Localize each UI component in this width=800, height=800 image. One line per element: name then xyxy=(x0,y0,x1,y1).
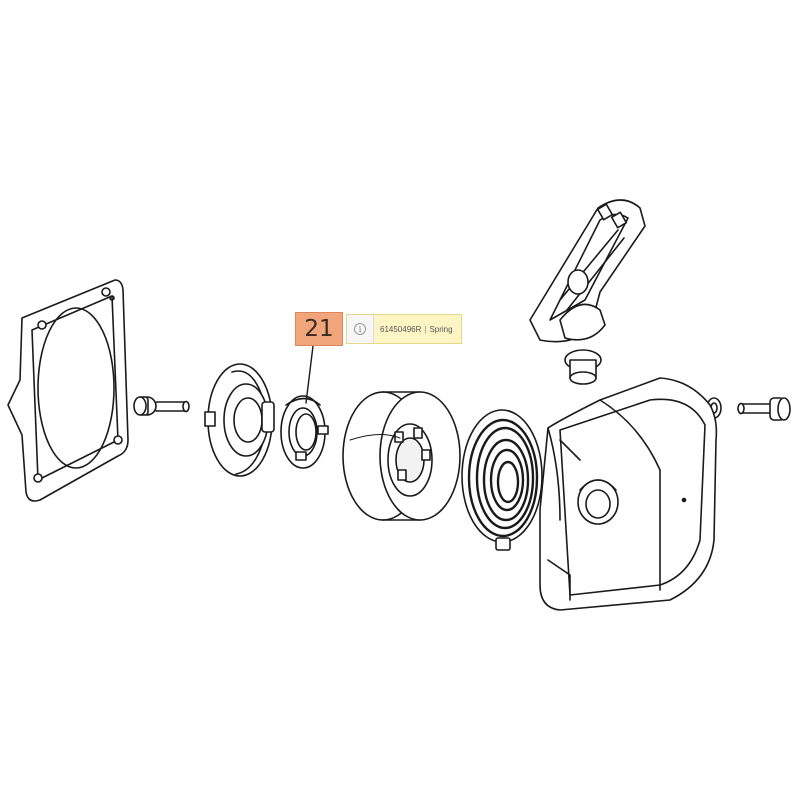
part-name: Spring xyxy=(429,324,453,334)
screw-left[interactable] xyxy=(133,396,190,416)
starter-housing[interactable] xyxy=(539,377,718,611)
info-button[interactable]: i xyxy=(347,315,374,343)
rope-drum-pulley[interactable] xyxy=(342,391,461,521)
gasket-plate[interactable] xyxy=(7,279,129,502)
starter-handle[interactable] xyxy=(529,199,646,343)
screw-right[interactable] xyxy=(737,397,791,421)
info-icon: i xyxy=(354,323,366,335)
callout-info-tooltip[interactable]: i 61450496R|Spring xyxy=(346,314,462,344)
pulley-flange[interactable] xyxy=(204,363,275,477)
callout-description: 61450496R|Spring xyxy=(374,325,461,334)
rope-grommet[interactable] xyxy=(564,349,602,385)
spring-ring[interactable] xyxy=(280,395,329,469)
part-number: 61450496R xyxy=(380,324,422,334)
callout-number-badge[interactable]: 21 xyxy=(295,312,343,346)
callout-leader-line xyxy=(305,345,314,404)
part-callout[interactable]: 21 i 61450496R|Spring xyxy=(295,312,462,346)
separator: | xyxy=(424,324,427,334)
recoil-spring-coil[interactable] xyxy=(461,409,543,551)
